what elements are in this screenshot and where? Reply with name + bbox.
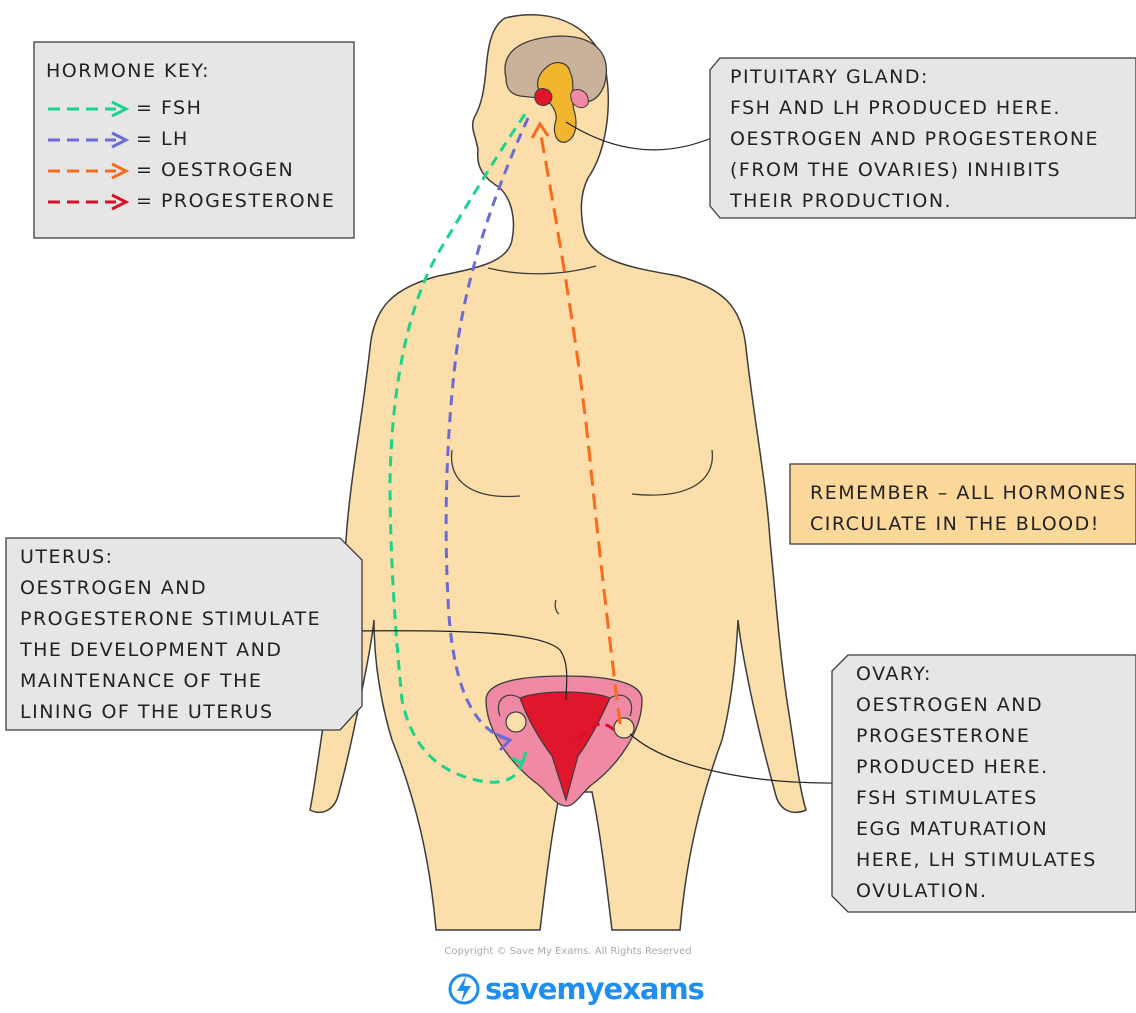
oestrogen-arrow-icon (46, 162, 130, 180)
progesterone-arrow-icon (46, 193, 130, 211)
key-row-progesterone: = PROGESTERONE (46, 186, 342, 217)
uterus-label-box: UTERUS: OESTROGEN AND PROGESTERONE STIMU… (16, 538, 356, 732)
ovary-line: OVULATION. (856, 876, 1128, 907)
remember-line: CIRCULATE IN THE BLOOD! (810, 509, 1130, 540)
copyright-text: Copyright © Save My Exams. All Rights Re… (0, 946, 1136, 957)
pituitary-line: OESTROGEN AND PROGESTERONE (730, 124, 1130, 155)
ovary-line: EGG MATURATION (856, 814, 1128, 845)
lightning-icon (447, 972, 481, 1006)
key-label-progesterone: = PROGESTERONE (136, 186, 335, 217)
hormone-key: HORMONE KEY: = FSH = LH = OESTROGEN = PR… (34, 42, 354, 238)
pituitary-line: (FROM THE OVARIES) INHIBITS (730, 155, 1130, 186)
uterus-line: PROGESTERONE STIMULATE (20, 604, 352, 635)
logo-text: savemyexams (485, 972, 704, 1006)
pituitary-label-box: PITUITARY GLAND: FSH AND LH PRODUCED HER… (720, 58, 1136, 221)
uterus-line: LINING OF THE UTERUS (20, 697, 352, 728)
hormone-key-title: HORMONE KEY: (46, 56, 342, 87)
key-row-fsh: = FSH (46, 93, 342, 124)
pituitary-line: PITUITARY GLAND: (730, 62, 1130, 93)
ovary-line: HERE, LH STIMULATES (856, 845, 1128, 876)
key-label-fsh: = FSH (136, 93, 202, 124)
ovary-line: OVARY: (856, 659, 1128, 690)
key-row-lh: = LH (46, 124, 342, 155)
left-ovary (506, 712, 526, 732)
uterus-line: UTERUS: (20, 542, 352, 573)
pituitary-line: FSH AND LH PRODUCED HERE. (730, 93, 1130, 124)
uterus-line: OESTROGEN AND (20, 573, 352, 604)
key-row-oestrogen: = OESTROGEN (46, 155, 342, 186)
remember-line: REMEMBER – ALL HORMONES (810, 478, 1130, 509)
uterus-line: MAINTENANCE OF THE (20, 666, 352, 697)
key-label-oestrogen: = OESTROGEN (136, 155, 294, 186)
remember-note: REMEMBER – ALL HORMONES CIRCULATE IN THE… (800, 469, 1136, 549)
lh-arrow-icon (46, 131, 130, 149)
pituitary-red (535, 89, 552, 106)
ovary-line: PROGESTERONE (856, 721, 1128, 752)
savemyexams-logo: savemyexams (447, 972, 704, 1006)
pituitary-line: THEIR PRODUCTION. (730, 186, 1130, 217)
ovary-line: FSH STIMULATES (856, 783, 1128, 814)
uterus-line: THE DEVELOPMENT AND (20, 635, 352, 666)
key-label-lh: = LH (136, 124, 189, 155)
ovary-line: PRODUCED HERE. (856, 752, 1128, 783)
ovary-label-box: OVARY: OESTROGEN AND PROGESTERONE PRODUC… (852, 655, 1132, 911)
fsh-arrow-icon (46, 100, 130, 118)
ovary-line: OESTROGEN AND (856, 690, 1128, 721)
